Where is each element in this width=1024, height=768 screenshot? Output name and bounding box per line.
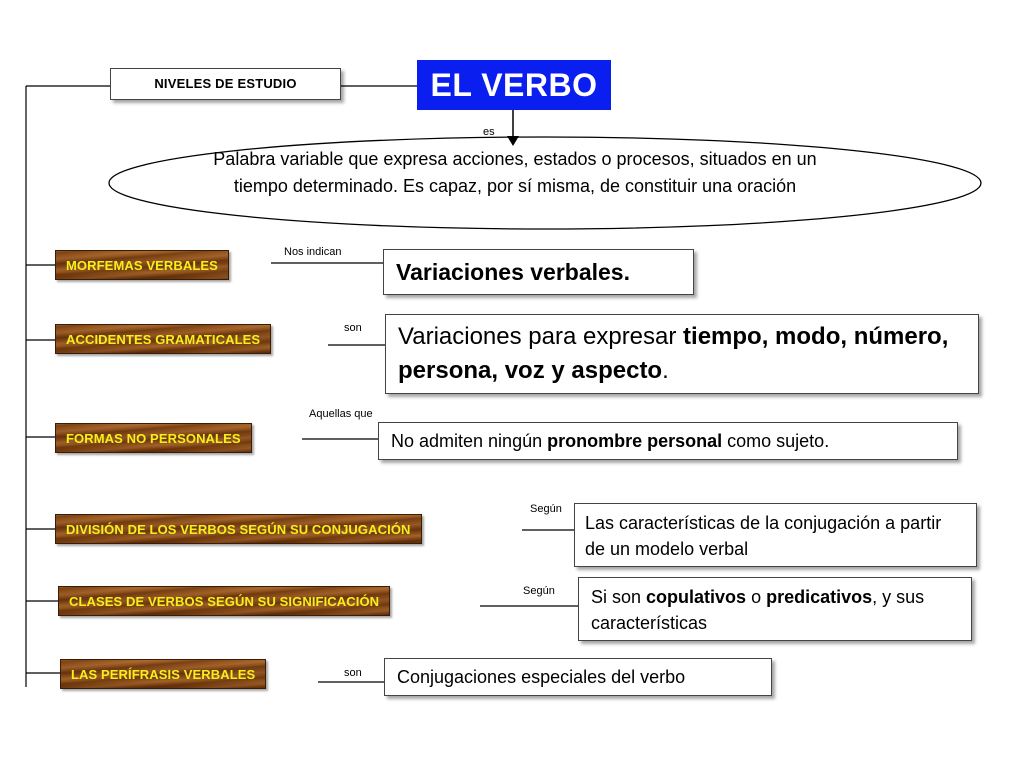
answer-text-part: No admiten ningún <box>391 431 548 451</box>
connector-label: son <box>344 667 362 679</box>
answer-text-part: copulativos <box>646 587 747 607</box>
definition-connector: es <box>483 126 495 138</box>
answer-text-part: predicativos <box>766 587 873 607</box>
answer-text-part: Conjugaciones especiales del verbo <box>397 667 686 687</box>
answer-text-part: o <box>746 587 767 607</box>
connector-label: son <box>344 322 362 334</box>
niveles-de-estudio-box: NIVELES DE ESTUDIO <box>110 68 341 100</box>
answer-box-clases: Si son copulativos o predicativos, y sus… <box>578 577 972 641</box>
answer-box-perifrasis: Conjugaciones especiales del verbo <box>384 658 772 696</box>
answer-box-morfemas: Variaciones verbales. <box>383 249 694 295</box>
main-title: EL VERBO <box>430 67 598 103</box>
category-division-verbos: DIVISIÓN DE LOS VERBOS SEGÚN SU CONJUGAC… <box>55 514 422 544</box>
answer-text-part: como sujeto. <box>722 431 830 451</box>
answer-box-division: Las características de la conjugación a … <box>574 503 977 567</box>
answer-text-part: Variaciones para expresar <box>398 323 684 350</box>
category-perifrasis-verbales: LAS PERÍFRASIS VERBALES <box>60 659 267 689</box>
answer-text-part: tiempo, modo, número, persona, voz y asp… <box>398 323 949 384</box>
answer-box-formas: No admiten ningún pronombre personal com… <box>378 422 958 460</box>
definition-text: Palabra variable que expresa acciones, e… <box>213 149 817 196</box>
answer-text-part: Las características de la conjugación a … <box>585 513 942 559</box>
answer-text-part: . <box>662 357 669 384</box>
connector-label: Según <box>530 503 562 515</box>
answer-box-accidentes: Variaciones para expresar tiempo, modo, … <box>385 314 979 394</box>
answer-text-part: , y sus características <box>591 587 925 633</box>
category-morfemas-verbales: MORFEMAS VERBALES <box>55 250 229 280</box>
main-title-box: EL VERBO <box>417 60 611 110</box>
category-formas-no-personales: FORMAS NO PERSONALES <box>55 423 252 453</box>
answer-text-part: Si son <box>591 587 647 607</box>
category-accidentes-gramaticales: ACCIDENTES GRAMATICALES <box>55 324 272 354</box>
category-clases-verbos: CLASES DE VERBOS SEGÚN SU SIGNIFICACIÓN <box>58 586 391 616</box>
connector-label: Según <box>523 585 555 597</box>
answer-text-part: pronombre personal <box>547 431 723 451</box>
connector-label: Aquellas que <box>309 408 373 420</box>
answer-text-part: Variaciones verbales. <box>396 259 630 285</box>
niveles-de-estudio-label: NIVELES DE ESTUDIO <box>154 76 297 91</box>
connector-label: Nos indican <box>284 246 342 258</box>
